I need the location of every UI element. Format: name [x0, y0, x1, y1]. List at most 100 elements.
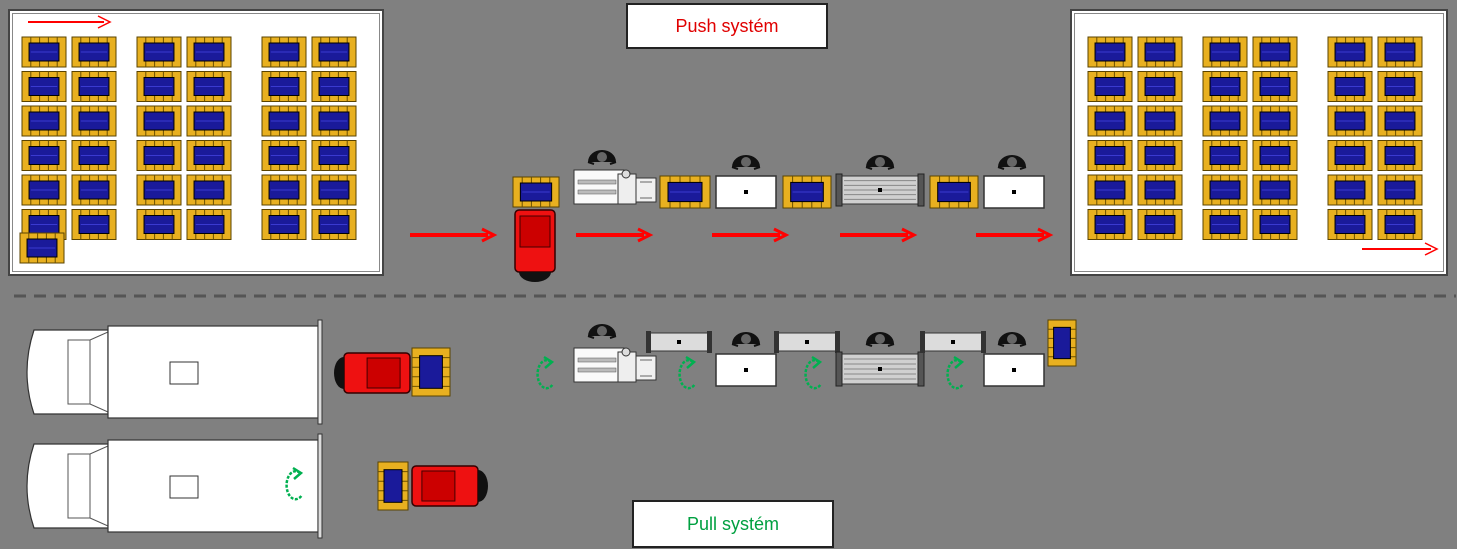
pallet-icon: [311, 209, 357, 240]
forklift-icon: [514, 209, 556, 282]
pallet-icon: [1137, 140, 1183, 171]
pallet-icon: [1087, 71, 1133, 102]
pallet-icon: [21, 140, 67, 171]
pallet-icon: [1087, 105, 1133, 137]
pallet-icon: [311, 140, 357, 171]
warehouse-outflow-arrow-icon: [1362, 242, 1439, 256]
pallet-icon: [411, 347, 451, 397]
pallet-icon: [71, 71, 117, 102]
pallet-icon: [261, 140, 307, 171]
operator-icon: [731, 332, 761, 347]
pallet-icon: [1202, 209, 1248, 240]
buffer-rack-icon: [646, 331, 712, 353]
pallet-icon: [186, 174, 232, 206]
pallet-icon: [512, 176, 560, 208]
pallet-icon: [1327, 209, 1373, 240]
right-arrow-icon: [840, 227, 918, 243]
pallet-icon: [1252, 71, 1298, 102]
pallet-icon: [186, 36, 232, 68]
pallet-icon: [136, 36, 182, 68]
pallet-icon: [1377, 71, 1423, 102]
operator-icon: [865, 155, 895, 170]
pallet-icon: [311, 71, 357, 102]
pallet-icon: [136, 209, 182, 240]
workstation-icon: [983, 353, 1045, 387]
pallet-icon: [1202, 105, 1248, 137]
warehouse-inflow-arrow-icon: [28, 15, 112, 29]
pallet-icon: [186, 209, 232, 240]
forklift-icon: [334, 352, 411, 394]
pallet-icon: [1137, 105, 1183, 137]
pallet-icon: [21, 71, 67, 102]
operator-icon: [587, 150, 617, 165]
pallet-icon: [1252, 209, 1298, 240]
buffer-rack-icon: [774, 331, 840, 353]
pallet-icon: [186, 140, 232, 171]
pallet-icon: [1377, 140, 1423, 171]
pallet-icon: [1327, 71, 1373, 102]
pallet-icon: [1377, 36, 1423, 68]
roller-machine-icon: [835, 173, 925, 207]
pallet-icon: [136, 174, 182, 206]
pallet-icon: [1327, 105, 1373, 137]
pallet-icon: [311, 174, 357, 206]
right-arrow-icon: [410, 227, 498, 243]
pallet-icon: [186, 71, 232, 102]
pallet-icon: [21, 36, 67, 68]
pallet-icon: [71, 105, 117, 137]
pallet-icon: [1327, 174, 1373, 206]
pallet-icon: [261, 71, 307, 102]
cycle-arrow-icon: [946, 355, 965, 390]
operator-icon: [997, 155, 1027, 170]
push-system-label: Push systém: [626, 3, 828, 49]
cycle-arrow-icon: [804, 355, 823, 390]
pallet-icon: [136, 105, 182, 137]
buffer-rack-icon: [920, 331, 986, 353]
pallet-icon: [1087, 140, 1133, 171]
pallet-icon: [1137, 174, 1183, 206]
pallet-icon: [21, 105, 67, 137]
pallet-icon: [1202, 36, 1248, 68]
pallet-icon: [1202, 140, 1248, 171]
operator-icon: [731, 155, 761, 170]
pallet-icon: [1252, 36, 1298, 68]
pallet-icon: [782, 175, 832, 209]
pallet-icon: [1252, 140, 1298, 171]
pallet-icon: [1252, 105, 1298, 137]
pallet-icon: [71, 140, 117, 171]
pallet-icon: [1047, 319, 1077, 367]
pallet-icon: [71, 36, 117, 68]
cycle-arrow-icon: [285, 466, 304, 501]
pallet-icon: [136, 71, 182, 102]
workstation-icon: [983, 175, 1045, 209]
pallet-icon: [311, 105, 357, 137]
pallet-icon: [1087, 174, 1133, 206]
workstation-icon: [715, 353, 777, 387]
pallet-icon: [1087, 36, 1133, 68]
operator-icon: [865, 332, 895, 347]
pull-system-label: Pull systém: [632, 500, 834, 548]
pallet-icon: [261, 36, 307, 68]
pallet-icon: [1327, 36, 1373, 68]
pallet-icon: [1377, 105, 1423, 137]
pallet-icon: [1137, 36, 1183, 68]
pallet-icon: [19, 232, 65, 264]
pallet-icon: [929, 175, 979, 209]
forklift-icon: [411, 465, 488, 507]
operator-icon: [997, 332, 1027, 347]
operator-icon: [587, 324, 617, 339]
pallet-icon: [186, 105, 232, 137]
pallet-icon: [1377, 209, 1423, 240]
pallet-icon: [261, 105, 307, 137]
right-arrow-icon: [712, 227, 790, 243]
pallet-icon: [1137, 71, 1183, 102]
pallet-icon: [71, 174, 117, 206]
pallet-icon: [261, 174, 307, 206]
right-arrow-icon: [976, 227, 1054, 243]
pallet-icon: [1327, 140, 1373, 171]
pallet-icon: [71, 209, 117, 240]
cutting-machine-icon: [573, 169, 657, 205]
truck-icon: [26, 319, 323, 425]
